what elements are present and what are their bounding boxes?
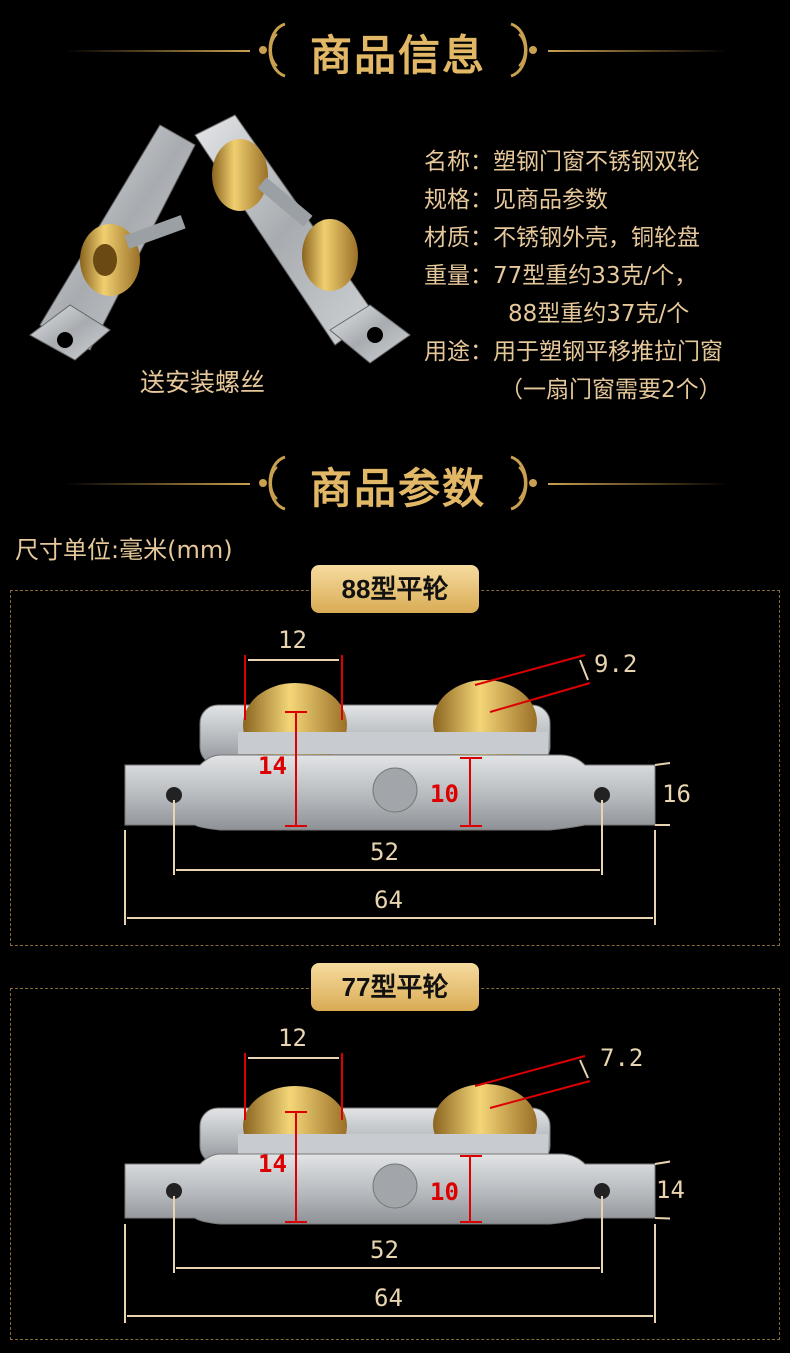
section-header-params: 商品参数: [0, 443, 790, 523]
ornament-left-icon: [259, 22, 286, 78]
info-weight: 重量：77型重约33克/个，: [424, 263, 698, 289]
dim-side: 14: [656, 1176, 685, 1204]
dim-wheel-thickness: 9.2: [594, 650, 638, 678]
info-name: 名称：塑钢门窗不锈钢双轮: [424, 149, 700, 175]
product-photo: [29, 114, 411, 364]
info-weight-88: 88型重约37克/个: [508, 301, 690, 327]
info-spec: 规格：见商品参数: [424, 187, 608, 213]
info-material: 材质：不锈钢外壳，铜轮盘: [424, 225, 700, 251]
divider-right: [548, 50, 728, 52]
dim-hole-spacing: 52: [370, 1236, 399, 1264]
dim-axle: 10: [430, 1178, 459, 1206]
model-badge-88: 88型平轮: [311, 565, 479, 613]
roller-drawing-88: [124, 654, 670, 925]
dim-wheel-width: 12: [278, 626, 307, 654]
roller-drawing-77: [124, 1053, 670, 1323]
ornament-right-icon: [510, 22, 537, 78]
ornament-right-icon: [510, 455, 537, 511]
dim-total-length: 64: [374, 1284, 403, 1312]
section-header-info: 商品信息: [0, 10, 790, 90]
dim-hole-spacing: 52: [370, 838, 399, 866]
info-usage-note: （一扇门窗需要2个）: [500, 377, 722, 403]
section-title: 商品参数: [309, 464, 486, 513]
dim-wheel-width: 12: [278, 1024, 307, 1052]
model-badge-77: 77型平轮: [311, 963, 479, 1011]
dim-height: 14: [258, 752, 287, 780]
dim-height: 14: [258, 1150, 287, 1178]
info-usage: 用途：用于塑钢平移推拉门窗: [424, 339, 723, 365]
section-title: 商品信息: [309, 31, 486, 80]
dim-wheel-thickness: 7.2: [600, 1044, 644, 1072]
screw-caption: 送安装螺丝: [140, 368, 266, 397]
dim-side: 16: [662, 780, 691, 808]
unit-label: 尺寸单位:毫米(mm): [15, 536, 233, 564]
divider-left: [65, 50, 250, 52]
divider-right: [548, 483, 728, 485]
divider-left: [65, 483, 250, 485]
dim-total-length: 64: [374, 886, 403, 914]
dim-axle: 10: [430, 780, 459, 808]
ornament-left-icon: [259, 455, 286, 511]
